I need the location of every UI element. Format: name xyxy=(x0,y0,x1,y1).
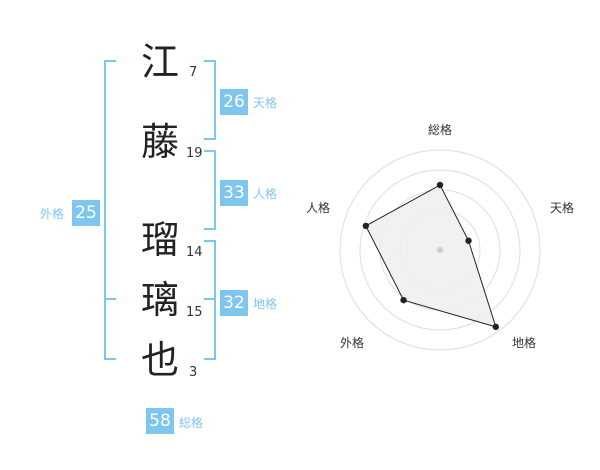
jinkaku-badge: 33 xyxy=(220,180,248,206)
radar-label-gaikaku: 外格 xyxy=(340,336,365,350)
radar-point-4 xyxy=(400,296,407,304)
radar-point-3 xyxy=(492,323,500,331)
radar-point-1 xyxy=(436,181,444,189)
chikaku-badge: 32 xyxy=(220,290,248,316)
chikaku-bracket-bottom xyxy=(204,358,216,360)
radar-point-2 xyxy=(465,237,472,244)
name-char-1: 江 xyxy=(140,40,179,84)
radar-label-chikaku: 地格 xyxy=(512,336,537,350)
name-char-2: 藤 xyxy=(140,120,179,164)
gaikaku-bracket-mid xyxy=(104,298,116,300)
name-char-5: 也 xyxy=(140,338,179,382)
radar-polygon xyxy=(365,184,497,328)
tenkaku-bracket-bottom xyxy=(204,138,216,140)
radar-point-5 xyxy=(362,222,370,230)
tenkaku-bracket-top xyxy=(204,60,216,62)
jinkaku-bracket-bottom xyxy=(204,228,216,230)
chikaku-bracket-top xyxy=(204,240,216,242)
tenkaku-badge: 26 xyxy=(220,89,248,115)
radar-label-jinkaku: 人格 xyxy=(306,201,331,215)
chikaku-label: 地格 xyxy=(253,297,278,311)
gaikaku-bracket-vertical xyxy=(104,60,106,360)
stroke-count-4: 15 xyxy=(186,305,203,320)
gaikaku-badge: 25 xyxy=(72,200,100,226)
tenkaku-bracket-vertical xyxy=(214,60,216,140)
name-char-3: 瑠 xyxy=(140,218,179,262)
stroke-count-3: 14 xyxy=(186,245,203,260)
soukaku-label: 総格 xyxy=(179,416,204,430)
jinkaku-label: 人格 xyxy=(253,187,278,201)
radar-chart xyxy=(339,149,541,351)
stroke-count-2: 19 xyxy=(186,146,203,161)
jinkaku-bracket-vertical xyxy=(214,150,216,230)
radar-label-tenkaku: 天格 xyxy=(550,201,575,215)
radar-label-soukaku: 総格 xyxy=(428,123,453,137)
gaikaku-bracket-top xyxy=(104,60,116,62)
stroke-count-5: 3 xyxy=(189,365,198,380)
chikaku-bracket-vertical xyxy=(214,240,216,360)
radar-ring-2 xyxy=(359,169,521,331)
name-char-4: 璃 xyxy=(140,278,179,322)
soukaku-badge: 58 xyxy=(146,408,174,434)
radar-center-dot xyxy=(437,247,443,253)
chikaku-bracket-mid xyxy=(204,298,216,300)
stroke-count-1: 7 xyxy=(189,65,198,80)
gaikaku-label: 外格 xyxy=(40,207,65,221)
gaikaku-bracket-bottom xyxy=(104,358,116,360)
radar-ring-1 xyxy=(339,149,541,351)
tenkaku-label: 天格 xyxy=(253,96,278,110)
jinkaku-bracket-top xyxy=(204,150,216,152)
